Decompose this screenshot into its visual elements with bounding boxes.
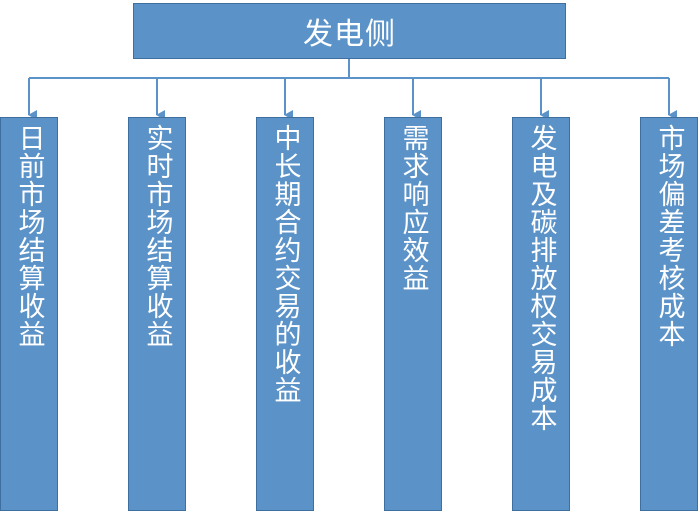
node-label: 市场偏差考核成本 [653,124,685,348]
node-day-ahead: 日前市场结算收益 [0,117,58,511]
node-generation-carbon: 发电及碳排放权交易成本 [512,117,570,511]
root-node: 发电侧 [133,3,566,59]
node-label: 日前市场结算收益 [13,124,45,348]
node-real-time: 实时市场结算收益 [128,117,186,511]
node-demand-response: 需求响应效益 [384,117,442,511]
node-label: 需求响应效益 [397,124,429,292]
root-label: 发电侧 [303,17,396,52]
node-label: 实时市场结算收益 [141,124,173,348]
node-label: 发电及碳排放权交易成本 [525,124,557,432]
node-mid-long-term: 中长期合约交易的收益 [256,117,314,511]
node-label: 中长期合约交易的收益 [269,124,301,404]
node-deviation-assessment: 市场偏差考核成本 [640,117,698,511]
